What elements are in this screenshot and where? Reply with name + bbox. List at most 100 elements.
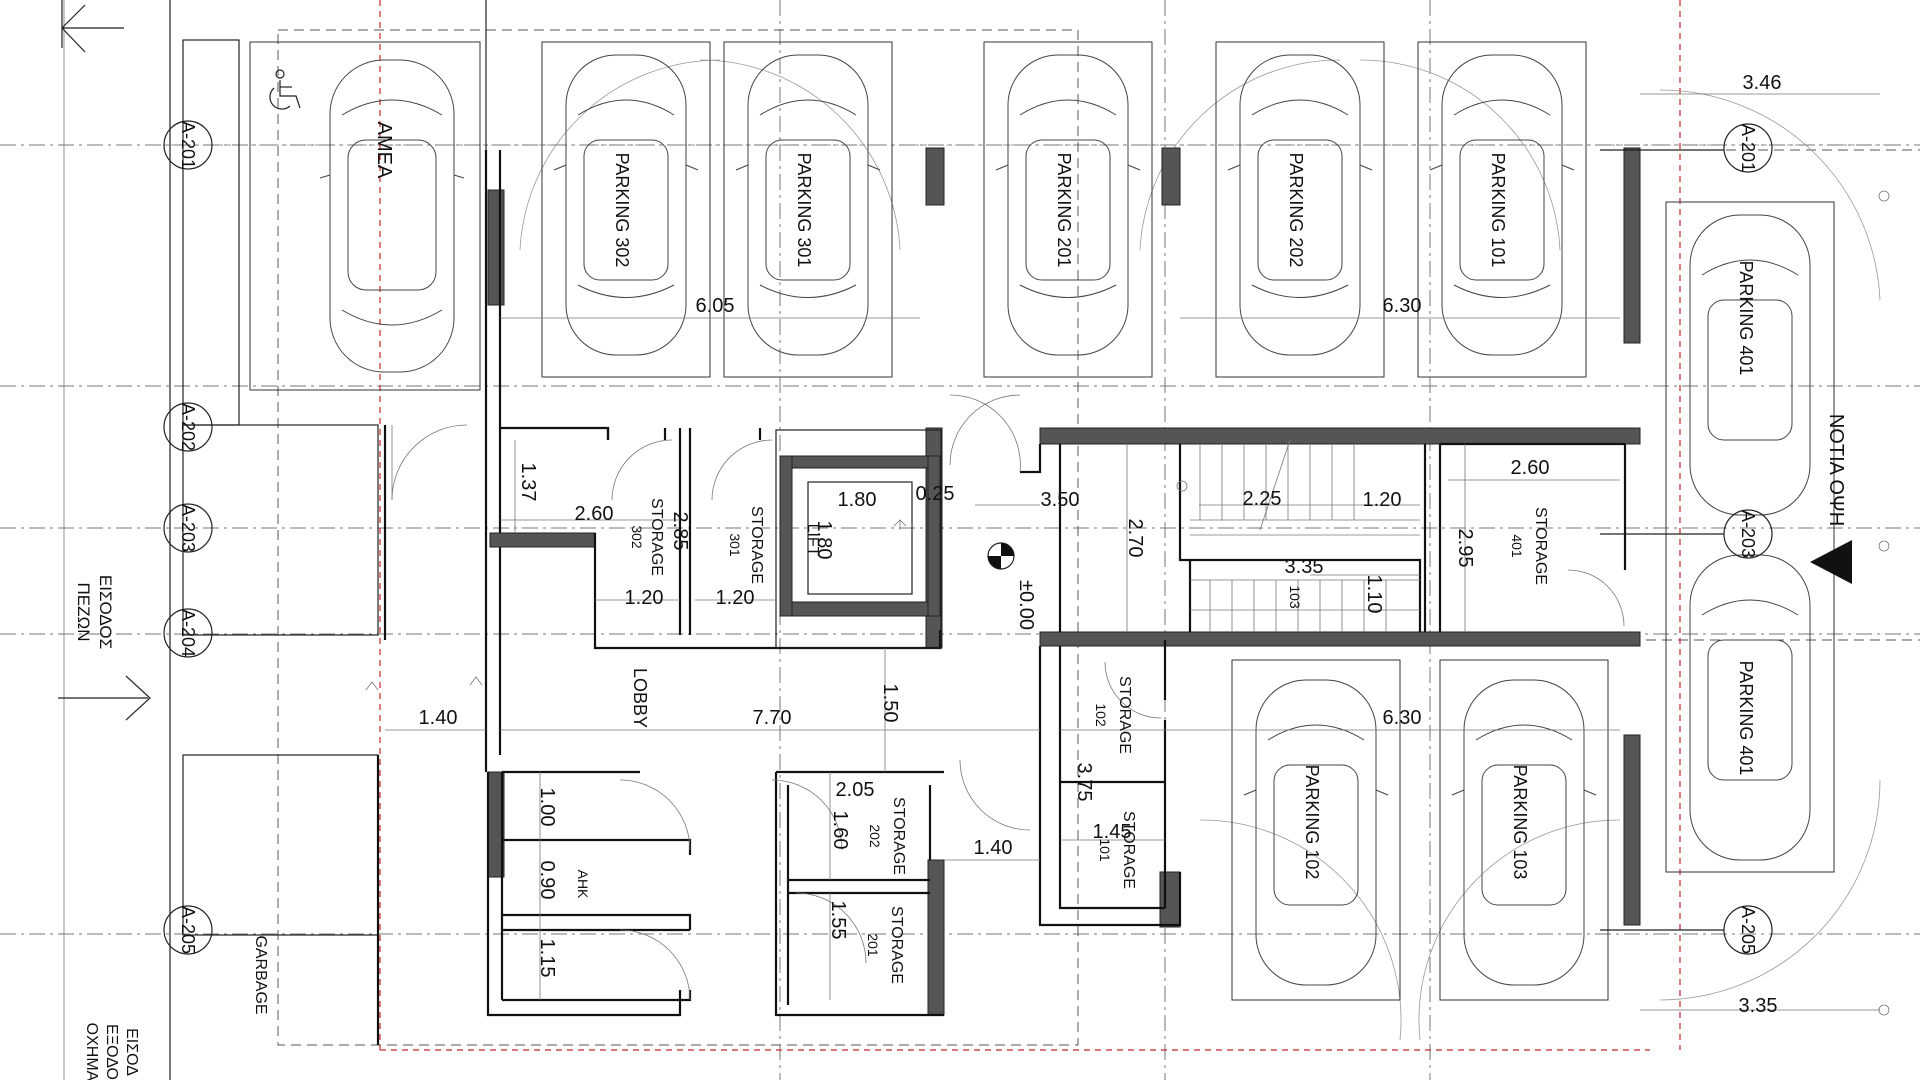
grid-tag-a205-right: A-205	[1738, 906, 1758, 954]
storage-302-label: STORAGE	[648, 498, 665, 576]
elevation-marker-triangle	[1810, 540, 1852, 584]
dim-1-00: 1.00	[536, 788, 558, 827]
parking-bays-right	[1665, 201, 1835, 873]
dim-1-45: 1.45	[1093, 821, 1132, 843]
storage-101-label: STORAGE	[1120, 811, 1137, 889]
dim-6-30-top: 6.30	[1383, 295, 1422, 317]
storage-302-number: 302	[629, 525, 645, 549]
pedestrian-entrance-line1: ΕΙΣΟΔΟΣ	[96, 575, 115, 649]
parking-label-101: PARKING 101	[1488, 153, 1508, 268]
grid-tag-a201-right: A-201	[1738, 124, 1758, 172]
dim-1-37: 1.37	[517, 463, 539, 502]
storage-102-label: STORAGE	[1116, 676, 1133, 754]
storage-201-label: STORAGE	[888, 906, 905, 984]
ahk-label: ΑΗΚ	[575, 870, 591, 899]
parking-bay-accessible	[249, 41, 481, 391]
lobby-label: LOBBY	[630, 668, 650, 728]
grid-tag-a203-left: A-203	[178, 504, 198, 552]
parking-bays-top	[249, 41, 1587, 391]
dim-1-10: 1.10	[1363, 575, 1385, 614]
dim-2-60-storage: 2.60	[575, 503, 614, 525]
dim-1-60: 1.60	[829, 811, 851, 850]
dim-2-70: 2.70	[1124, 519, 1146, 558]
dim-7-70: 7.70	[753, 707, 792, 729]
dim-1-80-lift-w: 1.80	[838, 489, 877, 511]
dim-1-40-lower: 1.40	[974, 837, 1013, 859]
storage-301-number: 301	[727, 533, 743, 557]
south-elevation-label: ΝΟΤΙΑ ΟΨΗ	[1825, 414, 1847, 526]
storage-101-number: 101	[1097, 838, 1113, 862]
car-drawings-top	[319, 54, 1575, 373]
grid-tag-a203-right: A-203	[1738, 510, 1758, 558]
parking-bay-302	[541, 41, 711, 378]
level-label: ±0.00	[1015, 580, 1037, 630]
slab-outline	[277, 29, 1079, 1046]
dim-1-15: 1.15	[536, 939, 558, 978]
parking-label-302: PARKING 302	[612, 153, 632, 268]
dim-1-80-lift-h: 1.80	[813, 521, 835, 560]
dim-3-75: 3.75	[1073, 763, 1095, 802]
parking-label-401-a: PARKING 401	[1736, 261, 1756, 376]
vehicle-entrance-line2: ΕΞΟΔΟ	[103, 1024, 120, 1080]
parking-label-401-b: PARKING 401	[1736, 661, 1756, 776]
doors	[391, 394, 1625, 1001]
parking-label-301: PARKING 301	[794, 153, 814, 268]
dim-1-20-stair: 1.20	[1363, 489, 1402, 511]
turning-arcs	[519, 59, 1881, 1041]
accessible-icon	[269, 69, 301, 110]
parking-label-103: PARKING 103	[1510, 765, 1530, 880]
dimension-lines	[385, 93, 1880, 1011]
dim-3-35-stair: 3.35	[1285, 556, 1324, 578]
dim-6-05: 6.05	[696, 295, 735, 317]
pedestrian-entrance-line2: ΠΕΖΩΝ	[74, 583, 93, 642]
grid-tag-a202: A-202	[178, 403, 198, 451]
storage-202-label: STORAGE	[890, 797, 907, 875]
parking-bay-202	[1215, 41, 1385, 378]
core-walls	[376, 150, 1641, 1045]
grid-tag-a201-left: A-201	[178, 121, 198, 169]
dim-1-55: 1.55	[827, 901, 849, 940]
dim-2-95: 2.95	[1454, 529, 1476, 568]
level-marker	[987, 542, 1015, 570]
dim-3-50: 3.50	[1041, 489, 1080, 511]
storage-401-label: STORAGE	[1532, 507, 1549, 585]
parking-label-201: PARKING 201	[1054, 153, 1074, 268]
storage-102-number: 102	[1093, 703, 1109, 727]
dim-1-20-b: 1.20	[716, 587, 755, 609]
dim-6-30-bottom: 6.30	[1383, 707, 1422, 729]
parking-bay-301	[723, 41, 893, 378]
parking-bay-201	[983, 41, 1153, 378]
labels: ΑΜΕΑ PARKING 302 PARKING 301 PARKING 201…	[74, 72, 1847, 1080]
dim-2-60-storage401: 2.60	[1511, 457, 1550, 479]
grid-tag-a204: A-204	[178, 609, 198, 657]
parking-bays-bottom	[1231, 659, 1609, 1001]
grid-tag-a205-left: A-205	[178, 906, 198, 954]
dim-0-90: 0.90	[536, 861, 558, 900]
storage-401-number: 401	[1509, 534, 1525, 558]
dim-3-35-lower: 3.35	[1739, 995, 1778, 1017]
dim-1-40-lobby: 1.40	[419, 707, 458, 729]
storage-202-number: 202	[867, 824, 883, 848]
dim-2-85: 2.85	[669, 512, 691, 551]
vehicle-entrance-line3: ΟΧΗΜΑ	[83, 1023, 100, 1080]
dim-2-25: 2.25	[1243, 488, 1282, 510]
storage-103-number: 103	[1287, 585, 1303, 609]
parking-label-102: PARKING 102	[1302, 765, 1322, 880]
parking-label-202: PARKING 202	[1286, 153, 1306, 268]
grid-bubbles	[163, 120, 1773, 955]
parking-bay-101	[1417, 41, 1587, 378]
lift-label: LIFT	[804, 524, 821, 557]
storage-201-number: 201	[865, 933, 881, 957]
storage-301-label: STORAGE	[748, 506, 765, 584]
dim-1-50: 1.50	[879, 684, 901, 723]
vehicle-entrance-line1: ΕΙΣΟΔ	[123, 1028, 140, 1076]
garbage-label: GARBAGE	[252, 935, 269, 1014]
dim-3-46: 3.46	[1743, 72, 1782, 94]
stair-treads	[1176, 439, 1420, 632]
entrance-arrows	[58, 0, 151, 721]
parking-label-accessible: ΑΜΕΑ	[373, 122, 395, 179]
columns	[487, 147, 1641, 1016]
dim-2-05: 2.05	[836, 779, 875, 801]
